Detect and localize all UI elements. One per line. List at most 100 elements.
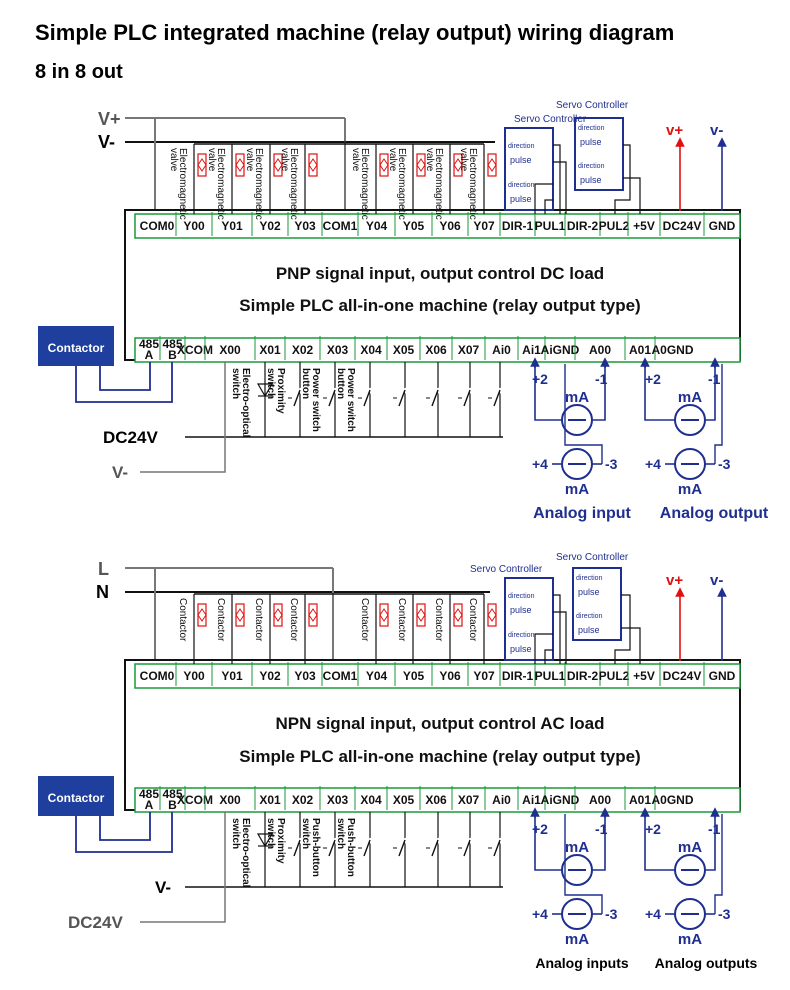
bottom-out-terminal-5: COM1 <box>323 669 358 683</box>
bottom-in-terminal-10: X07 <box>458 793 480 807</box>
top-in-terminal-12: Ai1 <box>522 343 541 357</box>
top-in-terminal-8: X05 <box>393 343 415 357</box>
bottom-port-minus3-1: -3 <box>718 906 731 922</box>
top-load-coil-5 <box>416 153 426 177</box>
bottom-out-terminal-12: DIR-2 <box>567 669 599 683</box>
bottom-analog-input: Analog inputs <box>535 955 629 971</box>
top-switch-icon-2 <box>328 389 336 407</box>
bottom-out-terminal-3: Y02 <box>259 669 281 683</box>
bottom-switch-icon-3 <box>363 839 371 857</box>
top-load-label-5: Electromagneticvalve <box>387 148 407 220</box>
bottom-load-coil-3 <box>308 603 318 627</box>
bottom-in-terminal-5: X02 <box>292 793 314 807</box>
bottom-out-terminal-10: DIR-1 <box>502 669 534 683</box>
bottom-out-terminal-15: DC24V <box>663 669 702 683</box>
bottom-ma-label-1-a: mA <box>678 839 702 856</box>
bottom-load-label-1: Contactor <box>215 598 226 642</box>
top-port-minus3-1: -3 <box>718 456 731 472</box>
bottom-load-coil-0 <box>197 603 207 627</box>
top-load-label-3: Electromagneticvalve <box>279 148 299 220</box>
top-in-terminal-13: AiGND <box>541 343 580 357</box>
top-load-label-4: Electromagneticvalve <box>350 148 370 220</box>
top-in-terminal-1-bot: B <box>168 348 177 362</box>
top-switch-icon-1 <box>293 389 301 407</box>
bottom-load-label-6: Contactor <box>433 598 444 642</box>
bottom-out-terminal-9: Y07 <box>473 669 495 683</box>
bottom-in-terminal-16: A0GND <box>651 793 693 807</box>
top-switch-label-3: Power switchbutton <box>335 368 356 432</box>
top-in-terminal-11: Ai0 <box>492 343 511 357</box>
top-switch-icon-5 <box>431 389 439 407</box>
top-switch-icon-3 <box>363 389 371 407</box>
bottom-load-coil-4 <box>379 603 389 627</box>
bottom-in-terminal-6: X03 <box>327 793 349 807</box>
top-out-terminal-3: Y02 <box>259 219 281 233</box>
top-load-coil-4 <box>379 153 389 177</box>
top-line2: Simple PLC all-in-one machine (relay out… <box>239 296 640 315</box>
bottom-port-minus3-0: -3 <box>605 906 618 922</box>
top-in-terminal-16: A0GND <box>651 343 693 357</box>
top-vneg-in: V- <box>112 463 128 482</box>
bottom-port-plus2-0: +2 <box>532 821 548 837</box>
top-in-terminal-7: X04 <box>360 343 382 357</box>
top-out-terminal-16: GND <box>709 219 736 233</box>
top-in-terminal-2: XCOM <box>177 343 213 357</box>
bottom-switch-label-2: Push-buttonswitch <box>300 818 321 877</box>
bottom-load-coil-5 <box>416 603 426 627</box>
bottom-vplus: v+ <box>666 572 683 589</box>
bottom-port-plus2-1: +2 <box>645 821 661 837</box>
bottom-load-label-3: Contactor <box>288 598 299 642</box>
bottom-in-terminal-8: X05 <box>393 793 415 807</box>
bottom-in-terminal-2: XCOM <box>177 793 213 807</box>
bottom-switch-label-1: Proximityswitch <box>265 818 286 864</box>
top-port-minus1-1: -1 <box>708 371 721 387</box>
top-in-terminal-5: X02 <box>292 343 314 357</box>
bottom-out-terminal-13: PUL2 <box>599 669 630 683</box>
bottom-vminus: v- <box>710 572 723 589</box>
top-contactor-box <box>38 326 114 366</box>
bottom-load-label-0: Contactor <box>177 598 188 642</box>
bottom-contactor-label: Contactor <box>48 791 105 805</box>
top-servo1-dir2: direction <box>508 182 535 189</box>
top-out-terminal-15: DC24V <box>663 219 702 233</box>
top-out-terminal-0: COM0 <box>140 219 175 233</box>
bottom-switch-icon-6 <box>463 839 471 857</box>
bottom-photo-sensor-icon <box>256 833 274 848</box>
top-out-terminal-14: +5V <box>633 219 655 233</box>
top-input-terminal-strip <box>134 337 741 363</box>
bottom-contactor-box <box>38 776 114 816</box>
bottom-servo1-pulse: pulse <box>510 605 532 615</box>
bottom-switch-icon-1 <box>293 839 301 857</box>
diagram-title: Simple PLC integrated machine (relay out… <box>35 20 674 45</box>
top-in-terminal-15: A01 <box>629 343 651 357</box>
bottom-out-terminal-7: Y05 <box>403 669 425 683</box>
top-vminus: v- <box>710 122 723 139</box>
bottom-switch-icon-2 <box>328 839 336 857</box>
bottom-out-terminal-11: PUL1 <box>535 669 566 683</box>
top-load-coil-1 <box>235 153 245 177</box>
bottom-servo2-dir2: direction <box>576 613 603 620</box>
top-in-terminal-0-top: 485 <box>139 337 159 351</box>
top-port-plus2-0: +2 <box>532 371 548 387</box>
bottom-supply-pos: L <box>98 559 109 579</box>
bottom-line1: NPN signal input, output control AC load <box>276 714 605 733</box>
bottom-in-terminal-0-bot: A <box>145 798 154 812</box>
bottom-switch-label-3: Push-buttonswitch <box>335 818 356 877</box>
bottom-ma-label-1-b: mA <box>678 931 702 948</box>
bottom-dc24v: DC24V <box>68 913 123 932</box>
top-load-coil-0 <box>197 153 207 177</box>
bottom-in-terminal-11: Ai0 <box>492 793 511 807</box>
top-port-plus4-1: +4 <box>645 456 661 472</box>
top-dc24v: DC24V <box>103 428 158 447</box>
bottom-vneg-in: V- <box>155 878 171 897</box>
bottom-servo2-pulse: pulse <box>578 587 600 597</box>
top-load-label-0: Electromagneticvalve <box>168 148 188 220</box>
top-out-terminal-2: Y01 <box>221 219 243 233</box>
top-load-coil-3 <box>308 153 318 177</box>
bottom-port-minus1-1: -1 <box>708 821 721 837</box>
top-out-terminal-12: DIR-2 <box>567 219 599 233</box>
bottom-switch-icon-7 <box>493 839 501 857</box>
bottom-switch-label-0: Electro-opticalswitch <box>230 818 251 888</box>
top-supply-pos: V+ <box>98 109 121 129</box>
top-out-terminal-8: Y06 <box>439 219 461 233</box>
